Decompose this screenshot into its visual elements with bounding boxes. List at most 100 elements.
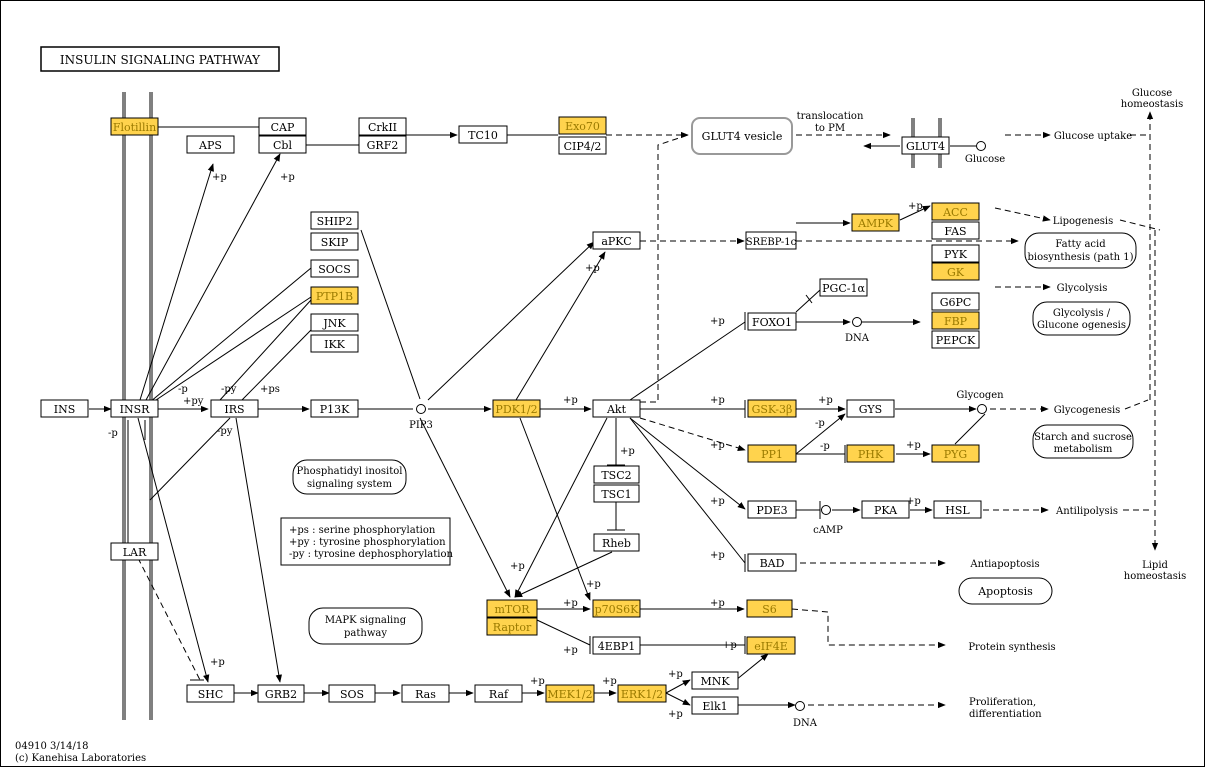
erk-box[interactable] — [617, 684, 667, 703]
mek-box[interactable] — [545, 684, 595, 703]
glucose-circle[interactable] — [976, 141, 986, 151]
fas-box[interactable] — [931, 221, 980, 240]
akt-box[interactable] — [592, 399, 641, 418]
jnk-box[interactable] — [310, 313, 359, 332]
fbp-label: FBP — [944, 315, 968, 328]
gk-box[interactable] — [931, 262, 980, 281]
ship2-box[interactable] — [310, 211, 359, 230]
raf-box[interactable] — [474, 684, 523, 703]
phk-box[interactable] — [846, 444, 895, 463]
starch-map[interactable] — [1032, 424, 1134, 459]
mod-aps: +p — [212, 172, 227, 183]
glucose-uptake-label: Glucose uptake — [1054, 131, 1132, 142]
pp1-box[interactable] — [747, 444, 797, 463]
aps-box[interactable] — [186, 135, 235, 154]
hsl-box[interactable] — [933, 500, 982, 519]
camp-circle[interactable] — [821, 505, 831, 515]
ins-box[interactable] — [40, 399, 89, 418]
ras-box[interactable] — [401, 684, 450, 703]
translocation-line2: to PM — [815, 123, 845, 134]
tsc2-label: TSC2 — [601, 469, 631, 482]
apoptosis-map[interactable] — [958, 577, 1053, 605]
text-labels: translocation to PM Glucose Glucose upta… — [409, 88, 1186, 729]
ebp1-label: 4EBP1 — [598, 640, 636, 653]
lipogenesis-label: Lipogenesis — [1053, 216, 1113, 227]
lar-box[interactable] — [110, 542, 159, 561]
mod-insr-minus-p-lower: -p — [108, 428, 118, 439]
acc-box[interactable] — [931, 202, 980, 221]
apkc-label: aPKC — [601, 235, 631, 248]
ikk-box[interactable] — [310, 334, 359, 353]
starch-line1: Starch and sucrose — [1034, 432, 1132, 443]
gys-box[interactable] — [846, 399, 895, 418]
fbp-box[interactable] — [931, 311, 980, 330]
pka-box[interactable] — [861, 500, 910, 519]
crkii-box[interactable] — [358, 117, 407, 136]
p70s6k-box[interactable] — [592, 599, 641, 618]
mtor-box[interactable] — [486, 599, 538, 618]
g6pc-box[interactable] — [931, 292, 980, 311]
pgc-box[interactable] — [819, 278, 868, 297]
glycogen-circle[interactable] — [977, 404, 987, 414]
pyg-box[interactable] — [931, 444, 980, 463]
shc-label: SHC — [198, 688, 224, 701]
glut4-box[interactable] — [901, 136, 950, 155]
aps-label: APS — [198, 139, 222, 152]
eif4e-box[interactable] — [746, 636, 796, 655]
dna-circle-elk[interactable] — [795, 701, 805, 711]
s6-box[interactable] — [746, 599, 793, 618]
skip-box[interactable] — [310, 232, 359, 251]
cbl-box[interactable] — [258, 135, 307, 154]
modification-tags: +p +p -p +py -p -py +ps -py +p +p +p +p … — [108, 172, 923, 720]
ptp1b-box[interactable] — [310, 286, 359, 305]
glycolysis-map[interactable] — [1032, 301, 1131, 336]
mod-foxo1: +p — [710, 316, 725, 327]
elk1-box[interactable] — [691, 696, 739, 715]
exo70-box[interactable] — [558, 116, 607, 135]
pyk-box[interactable] — [931, 244, 980, 263]
mnk-label: MNK — [700, 675, 730, 688]
tsc1-box[interactable] — [593, 484, 640, 503]
p13k-box[interactable] — [310, 399, 359, 418]
pepck-box[interactable] — [931, 330, 980, 349]
apkc-box[interactable] — [592, 231, 641, 250]
tsc2-box[interactable] — [593, 465, 640, 484]
gsk-box[interactable] — [747, 399, 797, 418]
grf2-box[interactable] — [358, 135, 407, 154]
mapk-line1: MAPK signaling — [325, 615, 407, 626]
pdk-box[interactable] — [492, 399, 541, 418]
mod-pyg: +p — [906, 440, 921, 451]
mod-4ebp1: +p — [563, 645, 578, 656]
raptor-box[interactable] — [486, 617, 538, 636]
pde3-box[interactable] — [747, 500, 797, 519]
pde3-label: PDE3 — [756, 504, 787, 517]
flotillin-box[interactable] — [110, 117, 159, 136]
cip42-box[interactable] — [558, 136, 607, 155]
rheb-box[interactable] — [593, 533, 640, 552]
s6-label: S6 — [762, 603, 777, 616]
mnk-box[interactable] — [691, 671, 739, 690]
raptor-label: Raptor — [493, 621, 532, 634]
ampk-box[interactable] — [851, 213, 900, 232]
bad-box[interactable] — [747, 553, 797, 572]
cap-box[interactable] — [258, 117, 307, 136]
grb2-box[interactable] — [257, 684, 305, 703]
mapk-map[interactable] — [308, 607, 423, 645]
fatty-acid-map[interactable] — [1024, 232, 1137, 269]
ebp1-box[interactable] — [592, 636, 641, 655]
camp-label: cAMP — [813, 525, 843, 536]
phosphatidyl-map[interactable] — [292, 459, 407, 495]
shc-box[interactable] — [186, 684, 235, 703]
srebp-box[interactable] — [745, 231, 797, 250]
foxo1-box[interactable] — [747, 312, 797, 331]
glut4-vesicle-box[interactable] — [691, 117, 793, 155]
dna-circle-foxo[interactable] — [852, 317, 862, 327]
irs-box[interactable] — [210, 399, 259, 418]
gsk-label: GSK-3β — [752, 403, 793, 416]
pip3-circle[interactable] — [416, 404, 426, 414]
tc10-box[interactable] — [458, 125, 508, 144]
insr-box[interactable] — [110, 399, 159, 418]
socs-box[interactable] — [310, 259, 359, 278]
sos-box[interactable] — [328, 684, 376, 703]
p70s6k-label: p70S6K — [595, 603, 640, 616]
